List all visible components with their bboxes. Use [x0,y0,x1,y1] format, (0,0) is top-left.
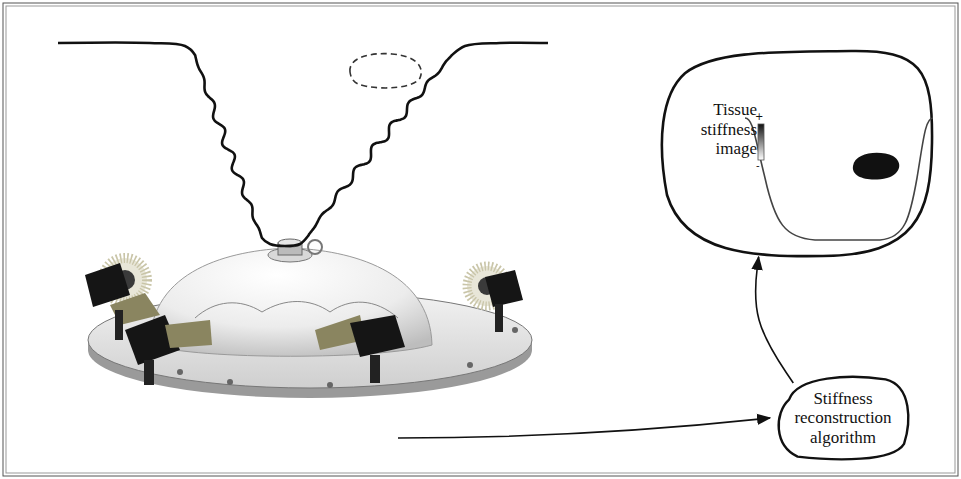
flow-arrow [755,257,793,383]
stiff-inclusion [853,153,899,180]
dome [150,239,432,356]
data-arrow [398,418,770,438]
blob-border [779,377,909,459]
bubble-outline [655,48,935,258]
actuator [315,315,405,383]
algorithm-blob: Stiffness reconstruction algorithm [772,372,914,464]
stiffness-colorbar [758,124,764,160]
image-title: Tissue stiffness image [683,100,757,159]
actuator [467,266,523,332]
lesion-outline [350,54,421,88]
frame-inner [6,6,955,473]
algorithm-label: Stiffness reconstruction algorithm [789,389,897,448]
image-bubble: Tissue stiffness image [655,48,935,258]
colorbar-sign: + [755,112,763,122]
breast-outline [58,43,548,246]
tissue-profile [745,118,933,240]
frame [3,3,958,476]
actuator [125,315,212,385]
bubble-border [662,51,932,256]
colorbar-sign: - [756,161,760,171]
